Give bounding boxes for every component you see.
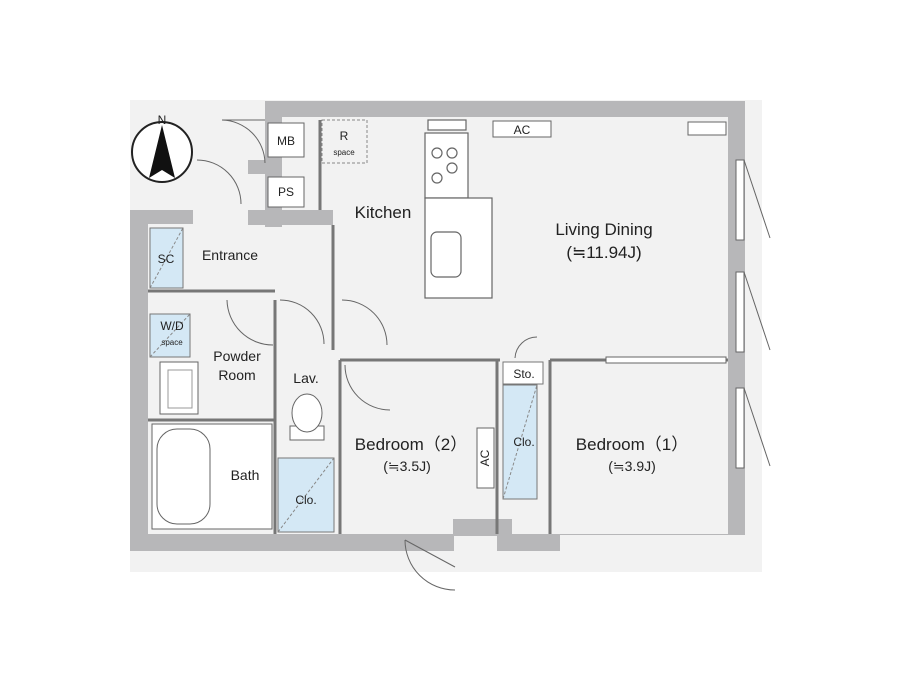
entrance-label: Entrance (202, 247, 258, 263)
ac-living-label: AC (514, 123, 531, 137)
living-window-unit (687, 121, 727, 136)
bedroom2-label: Bedroom（2） (355, 435, 467, 454)
compass-letter: N (158, 113, 167, 127)
closet-bedroom-area (502, 384, 538, 500)
ac-bedroom2-unit (476, 427, 495, 489)
powder-room-line2: Room (218, 367, 255, 383)
burner-4 (431, 172, 443, 184)
wd-space-top: W/D (160, 319, 184, 333)
storage-sto-area (502, 361, 544, 385)
bath-label: Bath (231, 467, 260, 483)
refrigerator-space (321, 119, 368, 164)
clo-bath-label: Clo. (295, 493, 316, 507)
clo-bedroom-label: Clo. (513, 435, 534, 449)
wd-space-bottom: space (161, 338, 183, 347)
mb-label: MB (277, 134, 295, 148)
kitchen-counter (424, 119, 493, 299)
powder-room-line1: Powder (213, 348, 261, 364)
pipe-space (267, 176, 305, 208)
burner-1 (431, 147, 443, 159)
sink-basin (430, 231, 462, 278)
burner-2 (446, 147, 458, 159)
sto-label: Sto. (513, 367, 534, 381)
living-dining-label: Living Dining (555, 220, 652, 239)
north-compass (131, 121, 193, 183)
ac-bedroom2-label: AC (478, 449, 492, 466)
bedroom2-area: (≒3.5J) (383, 458, 431, 474)
lav-label: Lav. (293, 370, 318, 386)
bedroom1-label: Bedroom（1） (576, 435, 688, 454)
bathtub (156, 428, 211, 525)
door-swings (196, 119, 538, 591)
bedroom1-area: (≒3.9J) (608, 458, 656, 474)
stove-counter (424, 132, 469, 199)
washer-space-area (149, 313, 191, 358)
range-hood (427, 119, 467, 131)
r-space-bottom: space (333, 148, 355, 157)
living-dining-area: (≒11.94J) (566, 243, 641, 262)
sc-label: SC (158, 252, 175, 266)
windows-east (605, 159, 771, 469)
kitchen-label: Kitchen (355, 203, 412, 222)
interior-walls (148, 120, 728, 534)
meter-box (267, 122, 305, 158)
r-space-top: R (340, 129, 349, 143)
ps-label: PS (278, 185, 294, 199)
ac-living-unit (492, 120, 552, 138)
burner-3 (446, 162, 458, 174)
toilet (289, 393, 325, 441)
